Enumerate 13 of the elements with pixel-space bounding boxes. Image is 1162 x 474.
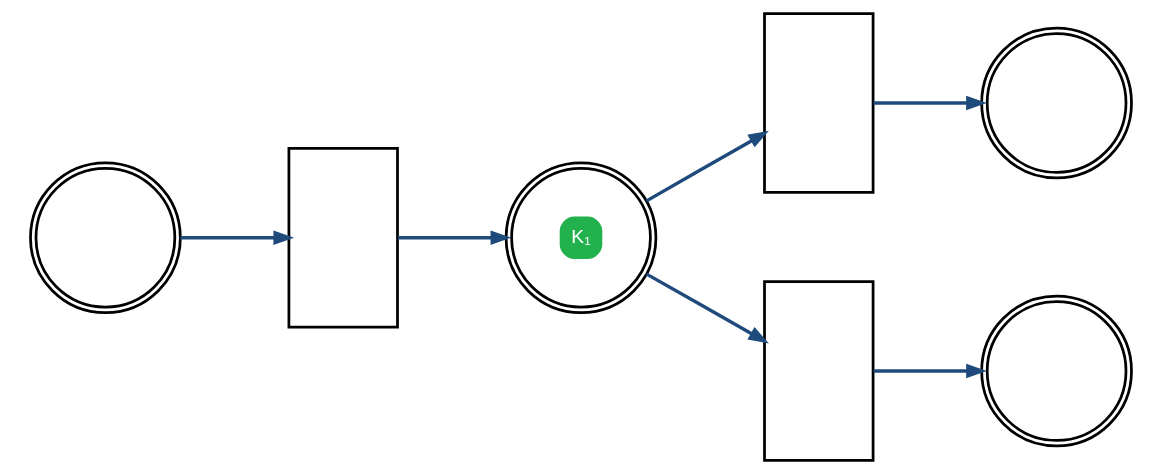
node-box — [287, 146, 399, 329]
arrow — [645, 130, 769, 203]
arrow — [397, 230, 512, 245]
node-box — [763, 12, 875, 194]
node-circle — [980, 294, 1133, 448]
node-circle: K₁ — [504, 161, 658, 314]
arrow — [180, 230, 295, 245]
arrow — [873, 95, 987, 111]
node-circle — [29, 161, 182, 314]
arrow — [645, 272, 769, 344]
node-circle — [980, 26, 1133, 180]
arrow — [873, 363, 987, 379]
node-box — [763, 280, 875, 462]
